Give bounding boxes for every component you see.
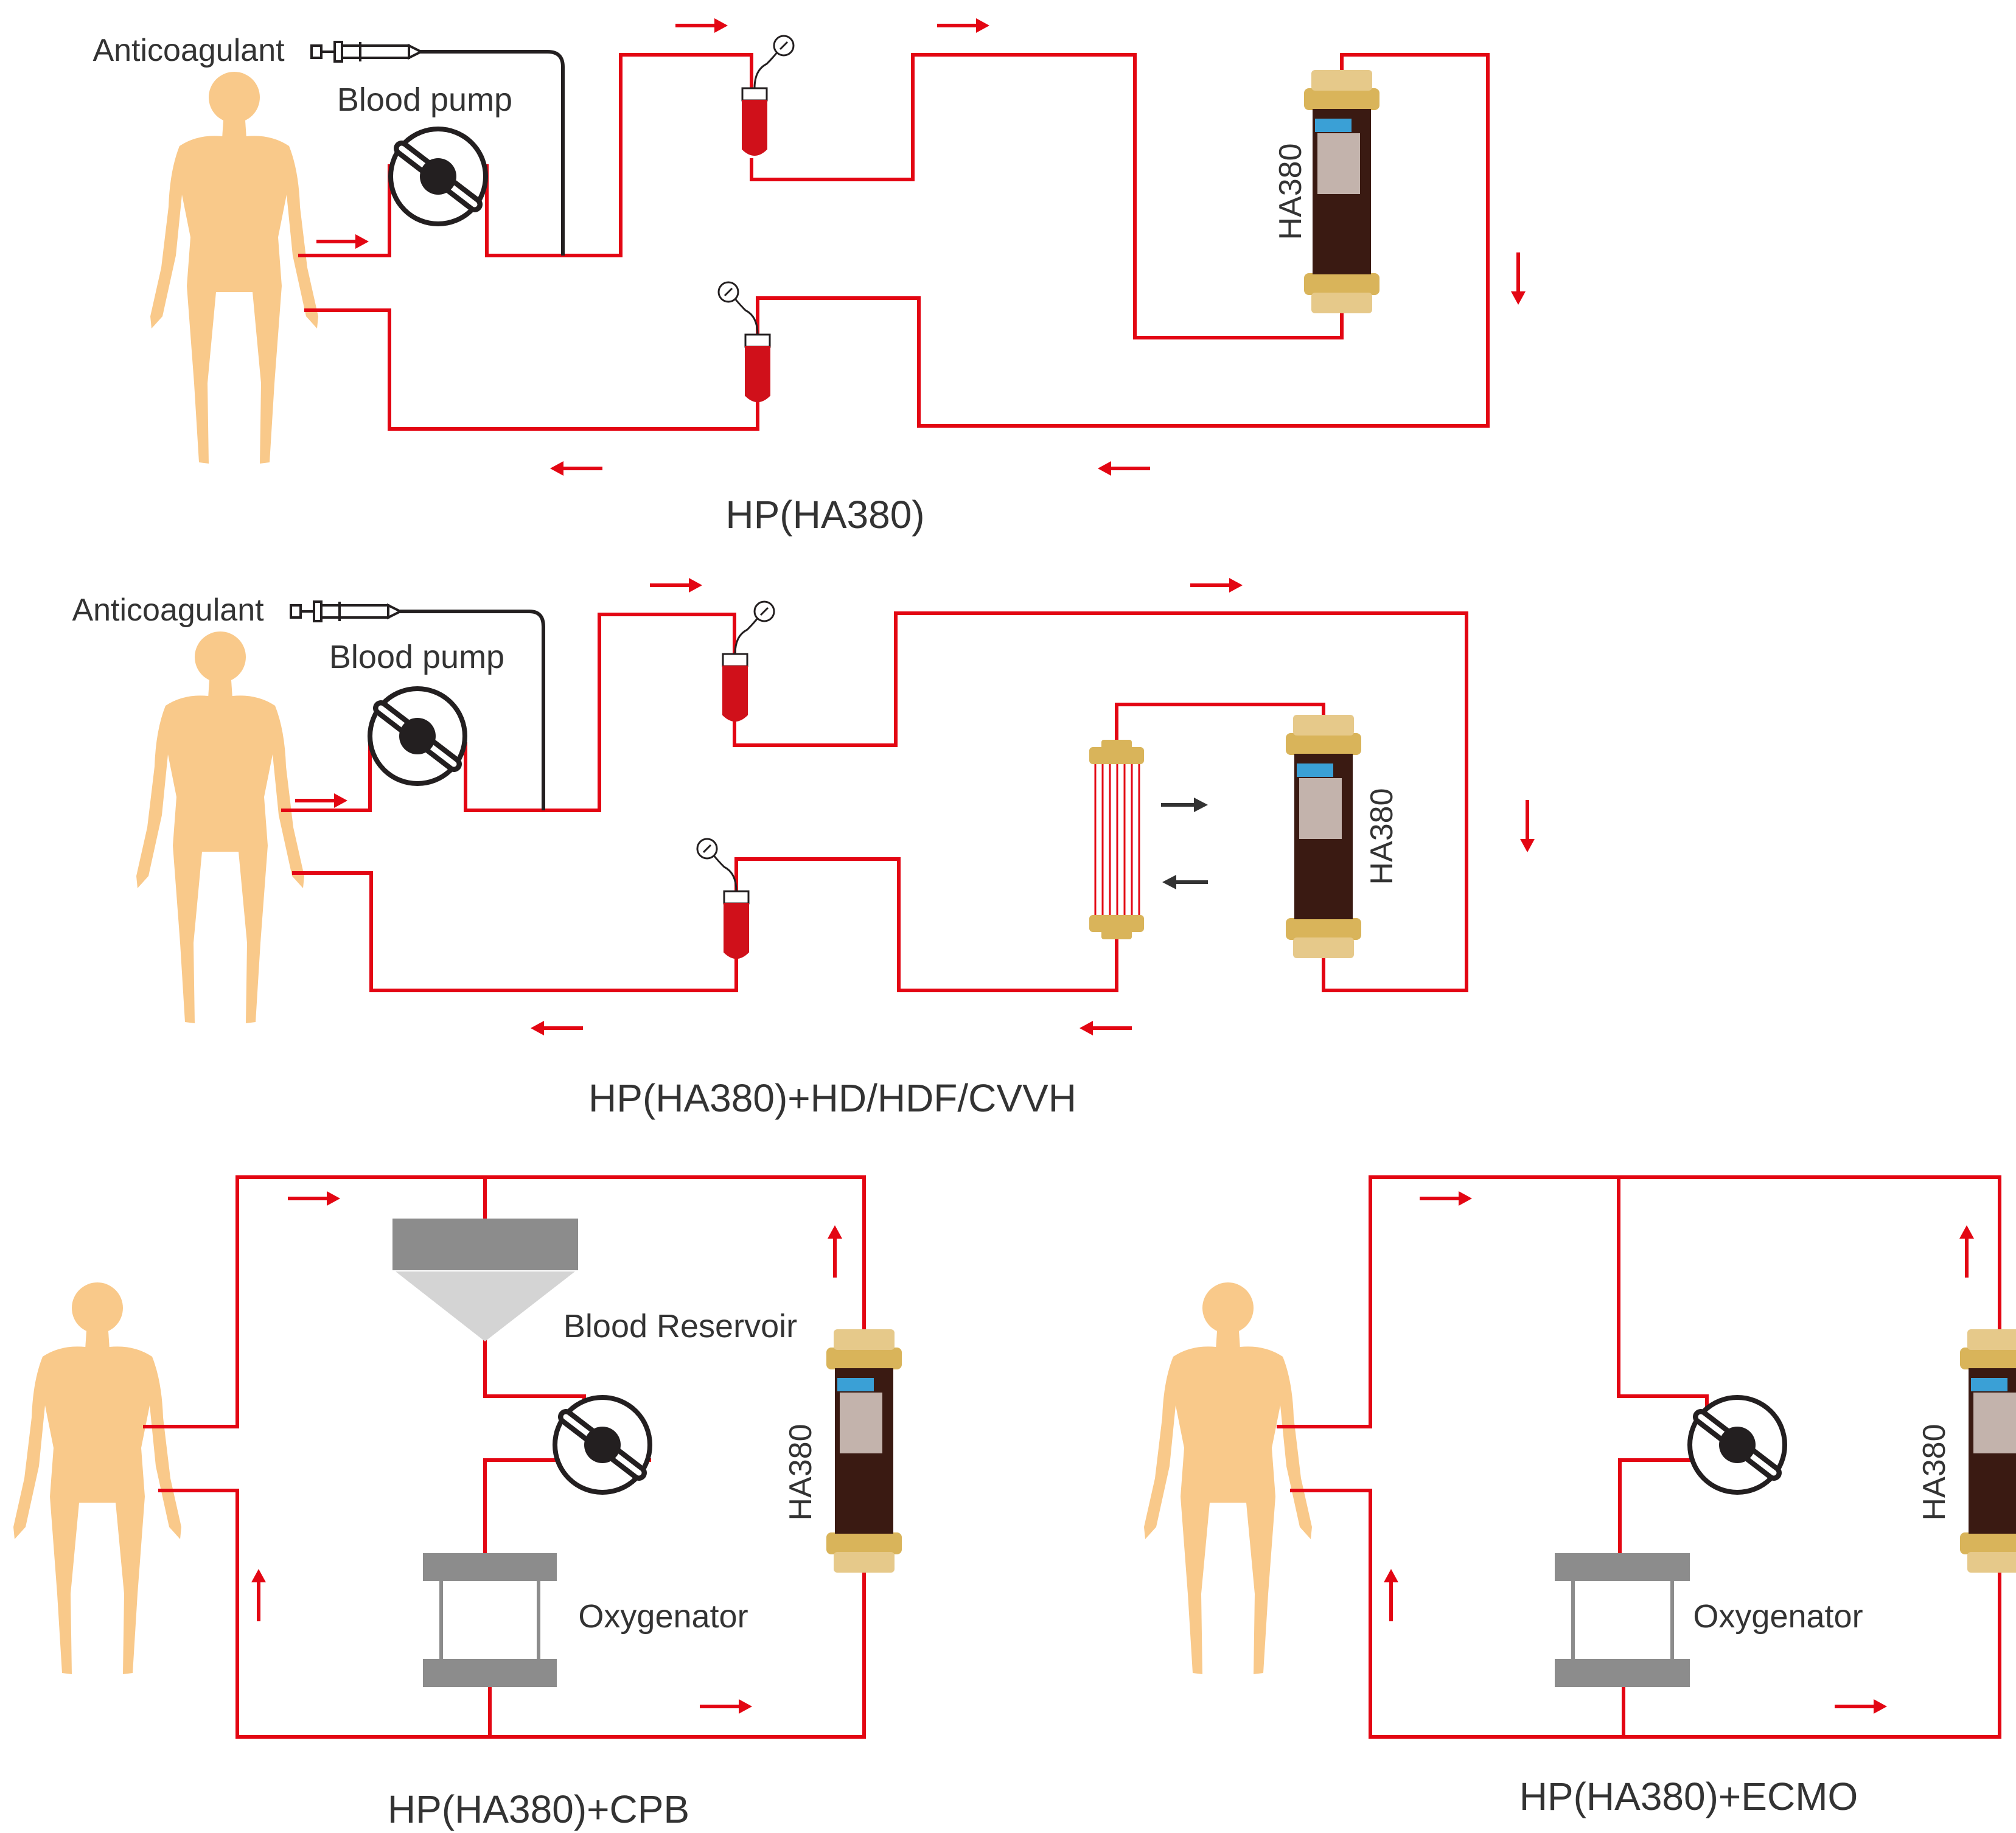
flow-arrow-icon bbox=[937, 18, 989, 33]
blood-pump-icon bbox=[370, 689, 465, 784]
patient-figure bbox=[136, 631, 304, 1023]
cartridge-label: HA380 bbox=[1917, 1424, 1952, 1521]
panel-hd: Anticoagulant Blood pump HA380 HP(HA380)… bbox=[72, 578, 1535, 1120]
syringe-icon bbox=[310, 41, 422, 63]
dialysate-arrow-icon bbox=[1162, 875, 1208, 889]
panel-title: HP(HA380)+CPB bbox=[388, 1787, 689, 1831]
anticoagulant-label: Anticoagulant bbox=[72, 593, 264, 628]
cartridge-label: HA380 bbox=[783, 1424, 818, 1521]
flow-arrow-icon bbox=[1080, 1021, 1132, 1035]
anticoagulant-line bbox=[413, 50, 565, 256]
flow-arrow-icon bbox=[550, 461, 602, 476]
blood-pump-label: Blood pump bbox=[329, 639, 504, 675]
flow-arrow-icon bbox=[288, 1191, 340, 1206]
flow-arrow-icon bbox=[675, 18, 728, 33]
ha380-cartridge-icon bbox=[826, 1329, 902, 1573]
ha380-cartridge-icon bbox=[1304, 70, 1379, 313]
venous-drip-chamber-icon bbox=[717, 281, 771, 403]
pump-outlet-line bbox=[485, 53, 753, 257]
flow-arrow-icon bbox=[251, 1569, 266, 1621]
blood-pump-icon bbox=[555, 1397, 650, 1492]
arterial-line bbox=[281, 742, 372, 812]
oxygenator-label: Oxygenator bbox=[578, 1598, 748, 1635]
cartridge-label: HA380 bbox=[1273, 144, 1308, 240]
flow-arrow-icon bbox=[828, 1225, 842, 1278]
flow-arrow-icon bbox=[700, 1699, 752, 1714]
flow-arrow-icon bbox=[1190, 578, 1243, 593]
dialysate-arrow-icon bbox=[1161, 798, 1208, 812]
patient-figure bbox=[150, 72, 318, 464]
flow-arrow-icon bbox=[650, 578, 702, 593]
flow-arrow-icon bbox=[316, 234, 369, 249]
flow-arrow-icon bbox=[1420, 1191, 1472, 1206]
ha380-cartridge-icon bbox=[1960, 1329, 2016, 1573]
blood-pump-label: Blood pump bbox=[337, 82, 512, 118]
arterial-line bbox=[298, 164, 391, 257]
blood-pump-icon bbox=[1690, 1397, 1785, 1492]
arterial-drip-chamber-icon bbox=[722, 600, 775, 722]
flow-arrow-icon bbox=[1520, 800, 1535, 852]
cartridge-label: HA380 bbox=[1364, 788, 1400, 885]
patient-figure bbox=[13, 1282, 181, 1674]
panel-cpb: Blood Reservoir Oxygenator HA380 HP(HA38… bbox=[13, 1175, 902, 1831]
flow-arrow-icon bbox=[531, 1021, 583, 1035]
flow-arrow-icon bbox=[1835, 1699, 1887, 1714]
circuit-line bbox=[158, 1489, 866, 1739]
circuit-line bbox=[1277, 1175, 2001, 1428]
panel-title: HP(HA380) bbox=[725, 493, 924, 537]
blood-reservoir-icon bbox=[392, 1219, 578, 1341]
patient-figure bbox=[1144, 1282, 1312, 1674]
pump-outlet-line bbox=[464, 613, 736, 812]
panel-title: HP(HA380)+HD/HDF/CVVH bbox=[588, 1076, 1076, 1120]
oxygenator-icon bbox=[1555, 1553, 1690, 1687]
circuit-line bbox=[734, 857, 1118, 992]
ha380-cartridge-icon bbox=[1286, 715, 1361, 958]
pump-inlet-line bbox=[1617, 1177, 1709, 1411]
panel-hp: Anticoagulant Blood pump HA380 HP(HA380) bbox=[92, 18, 1526, 537]
circuit-line bbox=[1290, 1489, 2001, 1739]
flow-arrow-icon bbox=[295, 793, 347, 808]
panel-title: HP(HA380)+ECMO bbox=[1519, 1775, 1858, 1818]
blood-reservoir-label: Blood Reservoir bbox=[563, 1308, 797, 1344]
dialyzer-icon bbox=[1089, 740, 1144, 939]
flow-arrow-icon bbox=[1511, 252, 1526, 305]
venous-drip-chamber-icon bbox=[696, 838, 750, 959]
panel-ecmo: Oxygenator HA380 HP(HA380)+ECMO bbox=[1144, 1175, 2016, 1818]
venous-line bbox=[304, 308, 759, 431]
circuit-line bbox=[750, 53, 1490, 428]
blood-pump-icon bbox=[391, 129, 486, 224]
venous-line bbox=[292, 871, 738, 992]
circuit-line bbox=[733, 611, 1468, 992]
syringe-icon bbox=[290, 600, 402, 622]
flow-arrow-icon bbox=[1384, 1569, 1398, 1621]
anticoagulant-label: Anticoagulant bbox=[92, 33, 285, 68]
oxygenator-label: Oxygenator bbox=[1693, 1598, 1863, 1635]
oxygenator-icon bbox=[423, 1553, 557, 1687]
flow-arrow-icon bbox=[1959, 1225, 1974, 1278]
flow-arrow-icon bbox=[1098, 461, 1150, 476]
anticoagulant-line bbox=[396, 610, 545, 810]
circuit-line bbox=[143, 1175, 866, 1428]
